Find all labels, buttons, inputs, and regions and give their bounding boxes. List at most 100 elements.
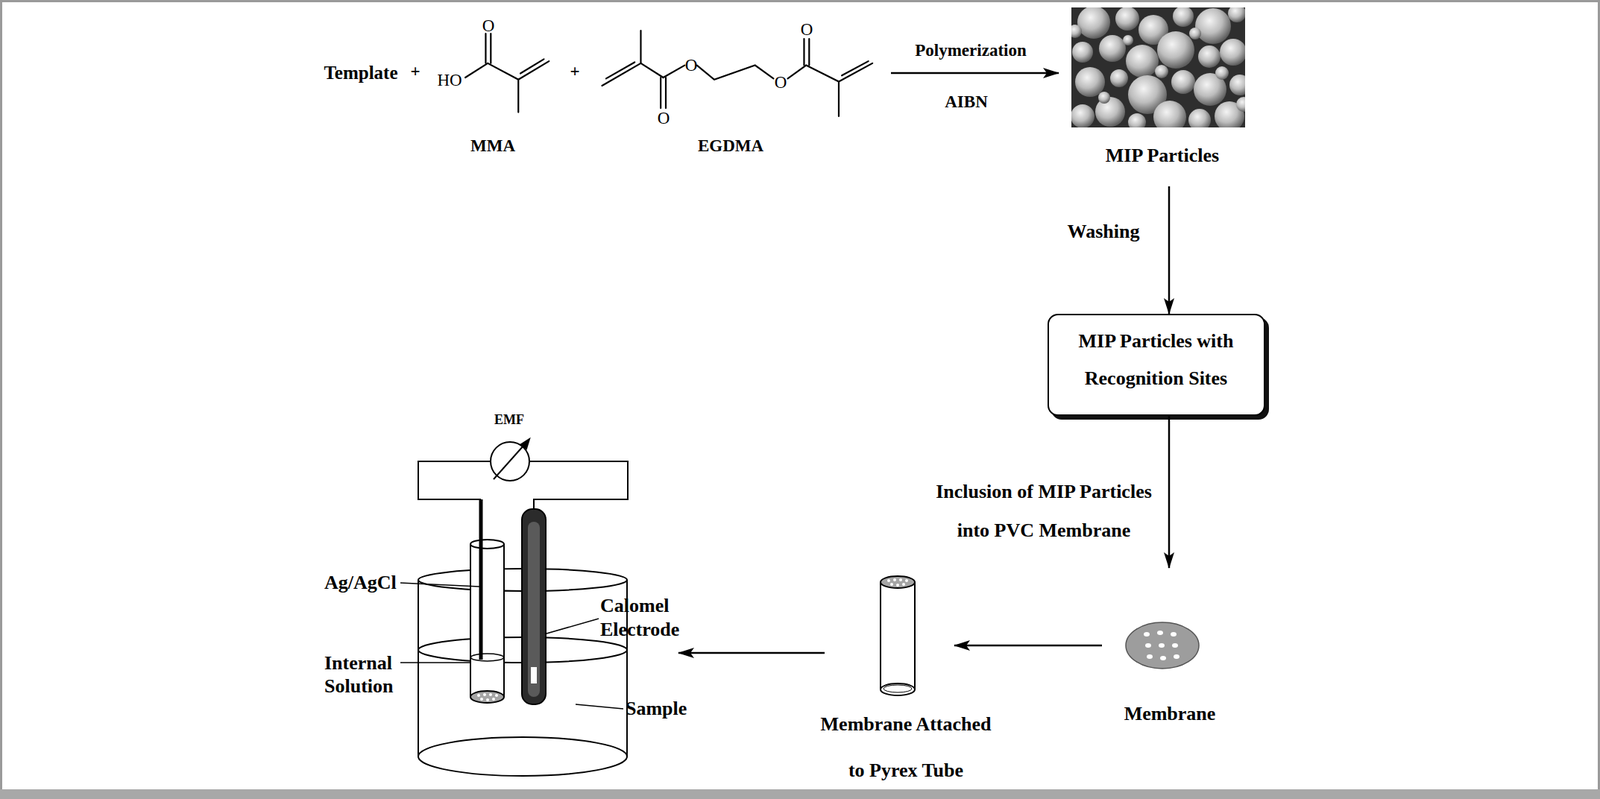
calomel-electrode [527,521,540,698]
figure-frame [0,789,1600,799]
ag-agcl-electrode [483,693,487,697]
part-label: Calomel Electrode [600,594,689,642]
process-box: MIP Particles with Recognition Sites [1047,313,1266,417]
atom-label: HO [436,70,462,91]
image-caption: MIP Particles [1087,144,1237,168]
pvc-membrane-disc [1170,632,1177,637]
leader-line [546,618,599,634]
pvc-membrane-disc [1160,656,1167,661]
pvc-membrane-disc [1157,630,1164,636]
mma-structure [465,63,488,78]
atom-label: O [657,108,671,129]
ag-agcl-electrode [471,653,505,662]
process-arrow [1168,416,1171,569]
sem-micrograph [1215,66,1229,80]
sem-micrograph [1236,96,1246,112]
atom-label: O [774,73,788,93]
part-label: Sample [625,697,701,721]
egdma-structure [601,30,873,117]
meter-label: EMF [471,411,547,428]
egdma-structure [788,65,807,80]
sem-micrograph [1098,91,1111,104]
pyrex-tube [890,583,894,587]
ag-agcl-electrode [470,544,505,698]
sem-micrograph [1115,7,1140,31]
egdma-structure [838,61,873,82]
sem-micrograph [1122,35,1134,46]
sem-micrograph [1157,31,1195,69]
mma-structure [485,33,491,64]
calomel-electrode [521,509,546,705]
pyrex-tube [887,579,891,583]
sem-micrograph [1153,100,1187,128]
crosslinker-structure: EGDMA [596,18,891,161]
egdma-structure [697,65,774,80]
membrane-node: Membrane [1101,568,1229,729]
pvc-membrane-disc [1172,643,1179,648]
sem-micrograph [1125,44,1159,78]
egdma-structure [601,61,641,85]
ag-agcl-electrode [477,694,481,698]
circuit-wire [529,461,628,510]
circuit-wire [418,461,491,500]
sem-micrograph [1219,38,1246,66]
initiator-label: AIBN [944,92,988,112]
sem-micrograph [1195,8,1231,44]
pyrex-tube [893,578,897,582]
pyrex-tube [902,583,906,587]
ag-agcl-electrode [489,693,493,697]
process-arrow [1168,186,1171,314]
pyrex-tube [880,576,915,589]
compound-name: EGDMA [685,136,776,156]
emf-meter-symbol [521,439,530,449]
process-arrow [678,652,825,655]
part-label: Ag/AgCl [324,571,407,595]
atom-label: O [800,20,814,40]
egdma-structure [639,30,642,64]
sem-micrograph [1189,27,1202,40]
leader-line [575,704,624,710]
electrochemical-cell: EMFAg/AgClInternal SolutionCalomel Elect… [320,408,679,780]
sem-micrograph [1071,7,1246,128]
plus-sign: + [569,61,580,82]
egdma-structure [640,63,663,78]
sem-micrograph [1128,113,1146,128]
sem-micrograph [1172,7,1194,27]
ag-agcl-electrode [470,544,505,698]
egdma-structure [803,38,809,66]
sem-micrograph [1110,69,1129,88]
ag-agcl-electrode [486,698,490,702]
ag-agcl-electrode [470,539,505,549]
pyrex-tube [905,579,909,583]
sem-micrograph [1068,4,1252,134]
sem-micrograph [1075,67,1105,97]
sem-micrograph [1227,7,1246,23]
egdma-structure [660,77,666,109]
ag-agcl-electrode [470,499,505,704]
sem-micrograph [1188,108,1211,128]
egdma-structure [805,65,839,117]
pyrex-tube [880,683,915,696]
pvc-membrane-disc [1173,654,1180,660]
edge-label: Inclusion of MIP Particles into PVC Memb… [924,472,1164,551]
pyrex-tube [896,583,900,587]
process-arrow [890,72,1059,75]
sem-image-node: MIP Particles [1058,5,1258,187]
sem-micrograph [1071,24,1082,39]
beaker [418,737,628,777]
emf-meter-symbol [490,439,530,481]
pyrex-tube [887,578,909,587]
pvc-membrane-disc [1145,643,1152,648]
mma-structure [518,58,549,80]
image-caption: Membrane Attached to Pyrex Tube [814,701,997,795]
pvc-membrane-disc [1125,622,1199,669]
pvc-membrane-disc [1146,654,1153,660]
emf-meter-symbol [493,445,525,480]
ag-agcl-electrode [479,499,484,660]
part-label: Internal Solution [324,651,402,698]
emf-meter-symbol [490,442,530,481]
